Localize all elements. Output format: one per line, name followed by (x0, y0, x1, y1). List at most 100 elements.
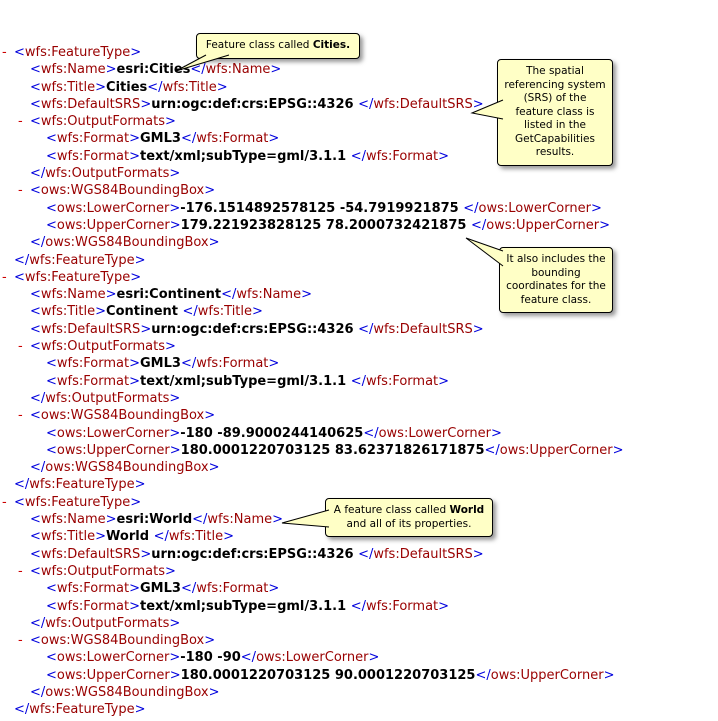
xml-tag-name: wfs:DefaultSRS (40, 96, 141, 112)
xml-bracket: < (46, 217, 57, 233)
xml-bracket: < (46, 650, 57, 666)
xml-bracket: < (46, 200, 57, 216)
xml-bracket: > (169, 166, 181, 182)
xml-tag-name: wfs:DefaultSRS (373, 96, 473, 112)
callout-text-segment: A feature class called (333, 504, 450, 516)
xml-line: -<wfs:OutputFormats> (0, 338, 718, 355)
xml-tag-name: ows:LowerCorner (256, 650, 369, 666)
xml-bracket: < (30, 287, 41, 303)
xml-bracket: > (134, 477, 146, 493)
collapse-toggle[interactable]: - (2, 269, 7, 285)
xml-bracket: > (130, 494, 142, 510)
xml-text-value: GML3 (140, 581, 181, 597)
callout-srs: The spatial referencing system (SRS) of … (497, 59, 613, 166)
xml-bracket: </ (14, 702, 30, 718)
xml-tag-name: wfs:Format (196, 131, 269, 147)
collapse-toggle[interactable]: - (18, 633, 23, 649)
xml-bracket: > (268, 356, 280, 372)
collapse-toggle[interactable]: - (18, 563, 23, 579)
xml-tag-name: ows:UpperCorner (499, 442, 613, 458)
xml-bracket: </ (30, 684, 46, 700)
xml-bracket: </ (240, 650, 257, 666)
xml-text-value: -176.1514892578125 -54.7919921875 (180, 200, 464, 216)
xml-line: -<ows:WGS84BoundingBox> (0, 182, 718, 199)
xml-text-value: GML3 (140, 131, 181, 147)
xml-tag-name: wfs:Format (56, 373, 130, 389)
xml-line: <wfs:Format>text/xml;subType=gml/3.1.1 <… (0, 598, 718, 615)
xml-tag-name: ows:LowerCorner (478, 200, 591, 216)
xml-bracket: > (165, 563, 176, 579)
collapse-toggle[interactable]: - (18, 408, 23, 424)
xml-text-value: text/xml;subType=gml/3.1.1 (140, 373, 351, 389)
xml-line: </wfs:FeatureType> (0, 252, 718, 269)
xml-line: </wfs:OutputFormats> (0, 165, 718, 182)
xml-bracket: > (216, 79, 228, 95)
xml-line: </wfs:FeatureType> (0, 476, 718, 493)
xml-tag-name: wfs:Format (56, 148, 130, 164)
xml-text-value: esri:Cities (116, 62, 191, 78)
xml-tag-name: ows:LowerCorner (378, 425, 492, 441)
xml-tag-name: ows:WGS84BoundingBox (40, 408, 205, 424)
xml-tag-name: wfs:OutputFormats (45, 390, 170, 406)
callout-text-segment: and all of its properties. (346, 517, 472, 530)
xml-line: -<ows:WGS84BoundingBox> (0, 407, 718, 424)
xml-tag-name: wfs:Title (40, 304, 96, 320)
xml-line: <ows:LowerCorner>-180 -89.9000244140625<… (0, 425, 718, 442)
xml-tag-name: ows:WGS84BoundingBox (45, 235, 209, 251)
xml-bracket: < (46, 598, 57, 614)
xml-tag-name: ows:WGS84BoundingBox (40, 183, 205, 199)
xml-bracket: </ (358, 546, 374, 562)
xml-tag-name: wfs:Format (56, 598, 130, 614)
xml-tag-name: wfs:Title (40, 79, 96, 95)
xml-bracket: > (105, 287, 117, 303)
xml-bracket: > (169, 425, 181, 441)
xml-bracket: </ (221, 287, 237, 303)
collapse-toggle[interactable]: - (2, 45, 7, 60)
xml-bracket: </ (358, 321, 374, 337)
xml-bracket: > (270, 62, 282, 78)
xml-bracket: > (95, 304, 107, 320)
xml-bracket: </ (192, 512, 208, 528)
xml-line: </wfs:FeatureType> (0, 701, 718, 718)
xml-text-value: urn:ogc:def:crs:EPSG::4326 (151, 546, 359, 562)
xml-line: <wfs:Title>Cities</wfs:Title> (0, 79, 718, 96)
xml-text-value: urn:ogc:def:crs:EPSG::4326 (151, 321, 359, 337)
xml-bracket: < (46, 425, 57, 441)
xml-bracket: </ (180, 131, 197, 147)
xml-bracket: > (204, 183, 216, 199)
xml-tag-name: ows:WGS84BoundingBox (45, 460, 209, 476)
xml-bracket: > (140, 546, 152, 562)
xml-bracket: > (612, 442, 624, 458)
xml-line: -<wfs:FeatureType> (0, 494, 718, 511)
xml-bracket: > (169, 650, 181, 666)
xml-tag-name: wfs:Format (196, 581, 269, 597)
xml-bracket: > (208, 235, 220, 251)
xml-bracket: < (30, 79, 41, 95)
xml-line: <wfs:Format>GML3</wfs:Format> (0, 580, 718, 597)
xml-text-value: -180 -90 (180, 650, 241, 666)
xml-bracket: < (30, 321, 41, 337)
xml-line: <ows:LowerCorner>-180 -90</ows:LowerCorn… (0, 649, 718, 666)
collapse-toggle[interactable]: - (18, 183, 23, 199)
collapse-toggle[interactable]: - (18, 114, 23, 130)
callout-text-segment: The spatial referencing system (SRS) of … (504, 65, 606, 158)
xml-line: <ows:UpperCorner>179.221923828125 78.200… (0, 217, 718, 234)
xml-line: <wfs:Format>text/xml;subType=gml/3.1.1 <… (0, 148, 718, 165)
xml-bracket: < (30, 633, 41, 649)
xml-bracket: < (30, 183, 41, 199)
xml-tag-name: wfs:FeatureType (29, 477, 135, 493)
collapse-toggle[interactable]: - (18, 339, 23, 355)
xml-tag-name: ows:UpperCorner (486, 217, 600, 233)
xml-bracket: > (268, 581, 280, 597)
callout-text: Feature class called Cities. (202, 39, 354, 53)
xml-bracket: > (272, 512, 284, 528)
xml-bracket: > (169, 667, 181, 683)
xml-bracket: </ (484, 442, 500, 458)
xml-bracket: > (169, 200, 181, 216)
xml-tag-name: wfs:DefaultSRS (373, 321, 473, 337)
collapse-toggle[interactable]: - (2, 494, 7, 510)
xml-line: -<wfs:OutputFormats> (0, 563, 718, 580)
xml-tag-name: wfs:Name (40, 62, 106, 78)
xml-bracket: > (301, 287, 312, 303)
xml-bracket: > (472, 546, 484, 562)
